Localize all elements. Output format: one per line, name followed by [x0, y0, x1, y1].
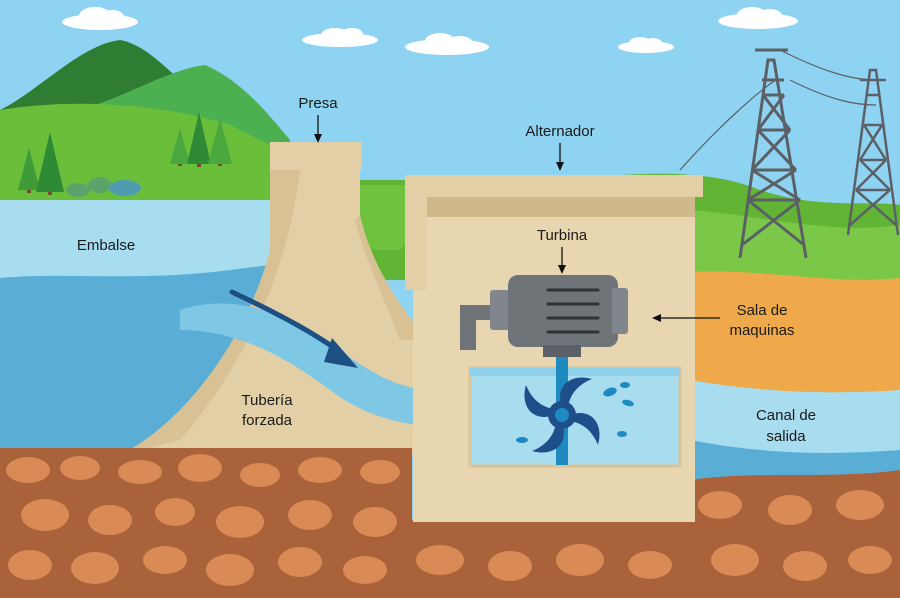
label-tuberia-line2: forzada [242, 412, 293, 429]
rocks [6, 454, 892, 586]
label-turbina: Turbina [537, 227, 588, 244]
bushes [66, 177, 141, 197]
water-splash [516, 382, 634, 443]
power-tower-large [738, 48, 808, 259]
power-tower-small [846, 68, 900, 236]
label-canal-line1: Canal de [756, 407, 816, 424]
label-presa: Presa [298, 95, 338, 112]
cloud [405, 33, 489, 55]
cloud [618, 37, 674, 53]
label-canal-line2: salida [766, 428, 806, 445]
tree [208, 118, 232, 166]
cloud [302, 28, 378, 47]
label-alternador: Alternador [525, 123, 594, 140]
arrow-turbina [558, 247, 566, 274]
reservoir-upper [0, 200, 300, 280]
label-tuberia-line1: Tubería [241, 392, 293, 409]
turbine-chamber-top [470, 368, 680, 376]
tree [36, 132, 64, 195]
turbine-rotor [524, 377, 600, 453]
clouds [62, 7, 798, 55]
dam-crest [270, 142, 362, 170]
labels: Presa Alternador Embalse Turbina Sala de… [77, 95, 816, 445]
arrow-alternador [556, 143, 564, 171]
trees [18, 112, 232, 197]
cloud [62, 7, 138, 30]
flow-arrow [229, 289, 358, 368]
penstock [180, 303, 470, 428]
arrow-sala [652, 314, 720, 322]
tree [18, 148, 40, 193]
label-sala-line2: maquinas [729, 322, 794, 339]
generator [460, 275, 628, 357]
label-sala-line1: Sala de [737, 302, 788, 319]
tree [187, 112, 211, 167]
orange-soil [690, 271, 900, 395]
arrow-presa [314, 115, 322, 143]
tree [170, 128, 190, 166]
cloud [718, 7, 798, 29]
label-embalse: Embalse [77, 237, 135, 254]
